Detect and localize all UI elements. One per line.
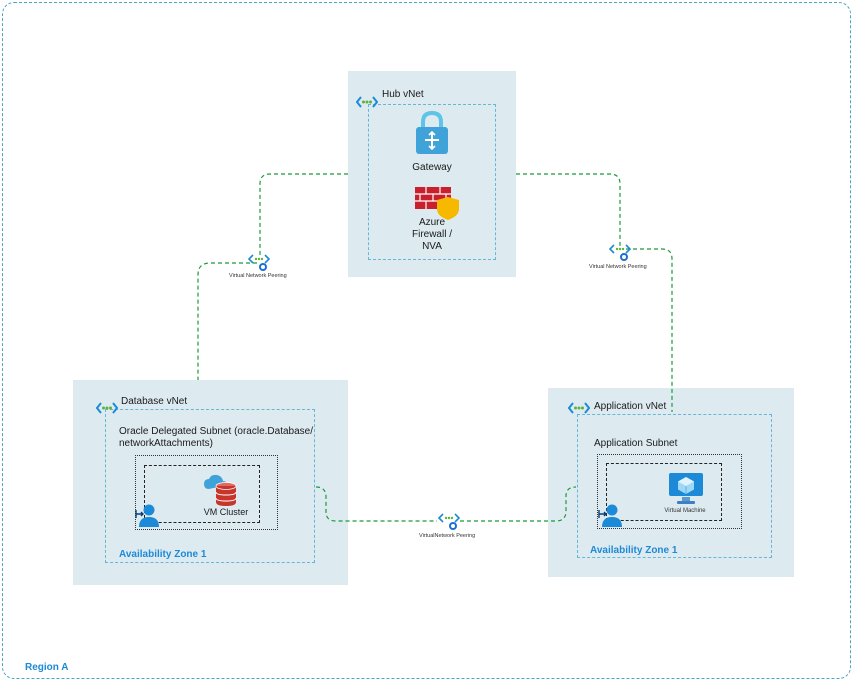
peering-label-left: Virtual Network Peering [229,273,287,279]
peering-line-hub-database [197,173,348,380]
peering-line-hub-application [516,173,673,412]
firewall-label-line-1: Azure [418,217,446,228]
firewall-label-line-2: Firewall / [411,229,452,240]
database-cluster-box [144,465,260,523]
peering-line-database-application [315,486,577,522]
database-subnet-label-line-1: Oracle Delegated Subnet (oracle.Database… [119,426,314,437]
hub-vnet-boundary [368,104,496,260]
hub-vnet-panel [348,71,516,277]
peering-label-bottom: VirtualNetwork Peering [419,533,476,539]
application-zone-box [597,454,742,529]
database-zone-label: Availability Zone 1 [119,549,207,560]
application-vm-box [606,463,722,521]
virtual-machine-icon [669,473,703,504]
region-label: Region A [25,662,69,673]
database-subnet-label-line-2: networkAttachments) [119,438,213,449]
peering-icon-bottom [438,513,460,530]
database-vnet-boundary [105,409,315,563]
database-vnet-icon [96,402,118,414]
application-zone-label: Availability Zone 1 [590,545,678,556]
hub-vnet-title: Hub vNet [382,89,424,100]
firewall-label-line-3: NVA [422,241,442,252]
application-user-icon [598,504,622,527]
database-user-icon [135,504,159,527]
peering-label-right: Virtual Network Peering [589,264,647,270]
peering-icon-left [248,254,270,271]
database-zone-box [135,455,278,530]
virtual-machine-label: Virtual Machine [664,508,706,514]
gateway-label: Gateway [412,162,452,173]
gateway-icon [416,110,448,154]
application-vnet-boundary [577,414,772,558]
vm-cluster-icon [204,474,237,506]
peering-icon-right [609,244,631,261]
firewall-icon [415,187,459,220]
application-subnet-label: Application Subnet [594,438,678,449]
vm-cluster-label: VM Cluster [203,507,249,517]
hub-vnet-icon [356,96,378,108]
application-vnet-icon [568,402,590,414]
application-vnet-title: Application vNet [594,401,667,412]
database-vnet-title: Database vNet [121,396,188,407]
